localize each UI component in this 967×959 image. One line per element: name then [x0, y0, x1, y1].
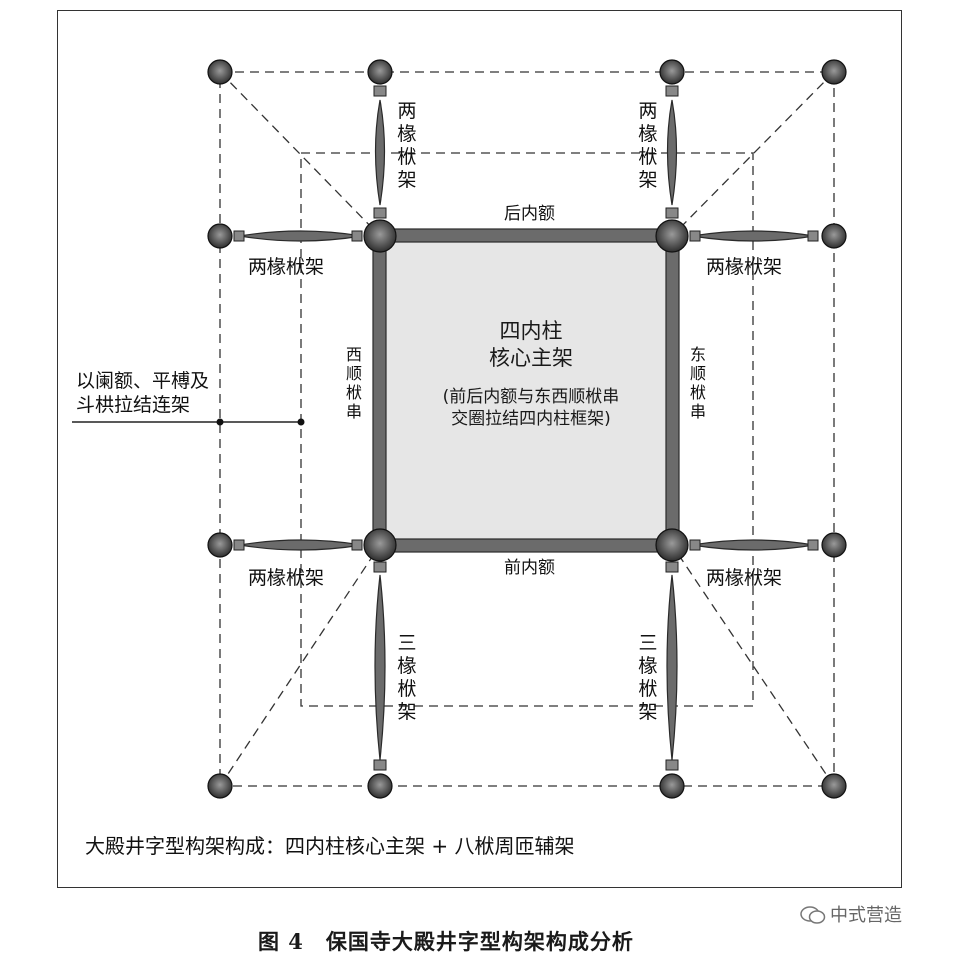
core-note-1: (前后内额与东西顺栿串 — [442, 387, 620, 407]
bracket-blocks — [233, 85, 819, 771]
column — [367, 59, 393, 85]
core-text-block: 四内柱 核心主架 (前后内额与东西顺栿串 交圈拉结四内柱框架) — [388, 318, 674, 430]
column — [367, 773, 393, 799]
two-rafter-upper-left-label: 两椽栿架 — [248, 256, 325, 278]
side-note-line-1: 以阑额、平榑及 — [76, 370, 210, 392]
column — [207, 773, 233, 799]
outer-dashed-frame — [219, 71, 835, 787]
core-area — [380, 236, 672, 545]
core-note-2: 交圈拉结四内柱框架) — [451, 409, 611, 429]
figure-title: 图 4 保国寺大殿井字型构架构成分析 — [258, 929, 634, 954]
east-tie-label: 东顺栿串 — [689, 345, 706, 421]
columns — [207, 59, 847, 799]
inner-column — [363, 219, 397, 253]
diagonal-lines — [219, 71, 835, 787]
inner-dashed-frame — [300, 152, 754, 707]
column — [821, 773, 847, 799]
west-tie-beam — [372, 235, 387, 546]
core-title-2: 核心主架 — [489, 346, 573, 370]
diagram-caption: 大殿井字型构架构成：四内柱核心主架 + 八栿周匝辅架 — [85, 834, 575, 858]
side-leader — [72, 418, 305, 426]
column — [659, 773, 685, 799]
front-inner-beam — [379, 538, 673, 553]
watermark-text: 中式营造 — [830, 905, 902, 926]
rear-inner-beam — [379, 228, 673, 243]
column — [821, 223, 847, 249]
inner-column — [655, 528, 689, 562]
two-rafter-lower-right-label: 两椽栿架 — [706, 567, 783, 589]
wechat-icon — [800, 906, 826, 924]
west-tie-label: 西顺栿串 — [345, 345, 362, 421]
two-rafter-lower-left-label: 两椽栿架 — [248, 567, 325, 589]
two-rafter-vertical-right-label: 两椽栿架 — [638, 100, 658, 191]
rear-beam-label: 后内额 — [504, 204, 555, 224]
column — [207, 532, 233, 558]
inner-column — [655, 219, 689, 253]
column — [207, 223, 233, 249]
three-rafter-left-label: 三椽栿架 — [397, 632, 417, 723]
two-rafter-upper-right-label: 两椽栿架 — [706, 256, 783, 278]
column — [659, 59, 685, 85]
column — [207, 59, 233, 85]
three-rafter-right-label: 三椽栿架 — [638, 632, 658, 723]
core-title-1: 四内柱 — [499, 319, 563, 343]
side-note-line-2: 斗栱拉结连架 — [76, 394, 191, 416]
two-rafter-vertical-left-label: 两椽栿架 — [397, 100, 417, 191]
column — [821, 59, 847, 85]
column — [821, 532, 847, 558]
watermark: 中式营造 — [800, 901, 902, 927]
diagram-frame — [57, 10, 902, 888]
front-beam-label: 前内额 — [504, 558, 555, 578]
inner-column — [363, 528, 397, 562]
